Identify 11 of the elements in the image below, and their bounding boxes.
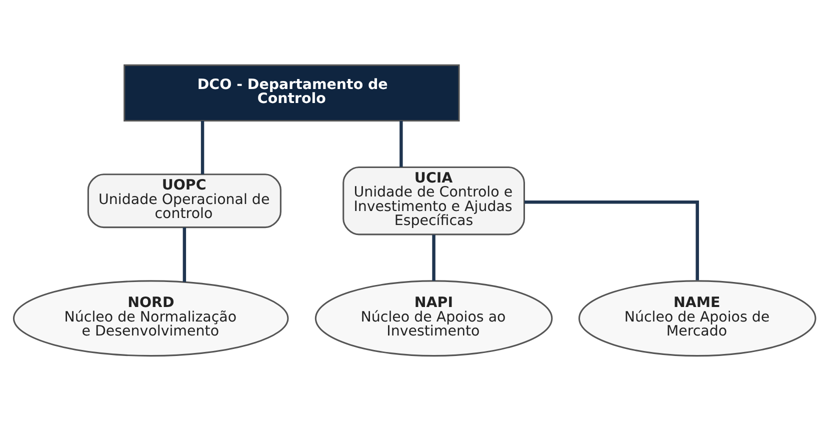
connector (182, 228, 186, 282)
node-ellipse: NORD Núcleo de Normalização e Desenvolvimento (12, 280, 289, 357)
connector (200, 120, 204, 174)
node-box: UOPC Unidade Operacional de controlo (87, 174, 282, 228)
connector (432, 234, 436, 281)
node-ellipse: NAME Núcleo de Apoios de Mercado (578, 280, 816, 357)
connector (400, 120, 403, 167)
node-ellipse: NAPI Núcleo de Apoios ao Investimento (314, 280, 553, 357)
connector (524, 200, 699, 280)
node-box: UCIA Unidade de Controlo e Investimento e Ajudas Específicas (342, 166, 525, 236)
node-box: DCO - Departamento de Controlo (124, 64, 460, 122)
